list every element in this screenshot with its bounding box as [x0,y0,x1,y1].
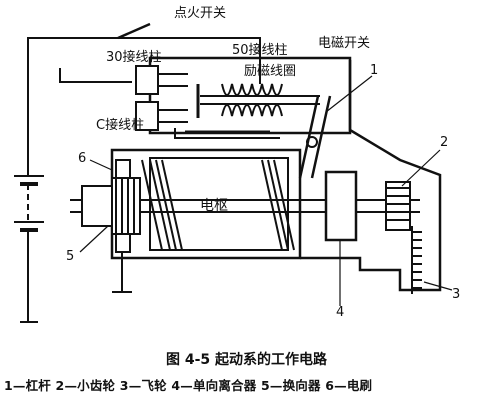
starter-diagram [14,22,453,323]
figure-legend: 1—杠杆 2—小齿轮 3—飞轮 4—单向离合器 5—换向器 6—电刷 [4,378,373,393]
ignition-switch-contact [117,22,151,40]
leader-2 [401,149,441,187]
leader-5 [79,225,109,253]
end-bearing [81,185,113,227]
flywheel-teeth [411,226,422,294]
brush-ground [112,252,132,293]
label-terminal-50: 50接线柱 [232,43,288,58]
label-excitation-coil: 励磁线圈 [244,64,297,79]
label-terminal-c: C接线柱 [96,118,145,133]
plunger-rod [200,95,320,105]
callout-6: 6 [78,151,87,166]
brush-top [115,159,131,179]
leader-3 [423,281,453,291]
leader-6 [89,159,113,171]
figure-caption: 图 4-5 起动系的工作电路 [165,352,328,368]
terminal-30 [135,65,159,95]
commutator-segments [115,178,135,234]
armature-winding-right [261,159,295,251]
label-ignition-switch: 点火开关 [174,6,227,21]
terminal-30-post [158,73,188,87]
lever-pivot [306,136,318,148]
label-armature: 电枢 [200,198,228,214]
callout-3: 3 [452,287,461,302]
c-to-field-wire [174,128,280,139]
armature-winding-left [141,159,183,251]
terminal-c [135,101,159,131]
brush-bottom [115,233,131,253]
callout-5: 5 [66,249,75,264]
overrunning-clutch [324,170,358,242]
pinion [385,181,411,231]
ignition-wire [27,37,261,176]
pinion-teeth [386,187,410,221]
excitation-coil [221,83,283,117]
terminal-c-post [158,109,188,123]
label-terminal-30: 30接线柱 [106,50,162,65]
callout-2: 2 [440,135,449,150]
callout-4: 4 [336,305,345,320]
label-electromagnetic-switch: 电磁开关 [318,36,371,51]
callout-1: 1 [370,63,379,78]
terminal-30-wire [59,68,132,83]
nose-housing [300,60,442,292]
